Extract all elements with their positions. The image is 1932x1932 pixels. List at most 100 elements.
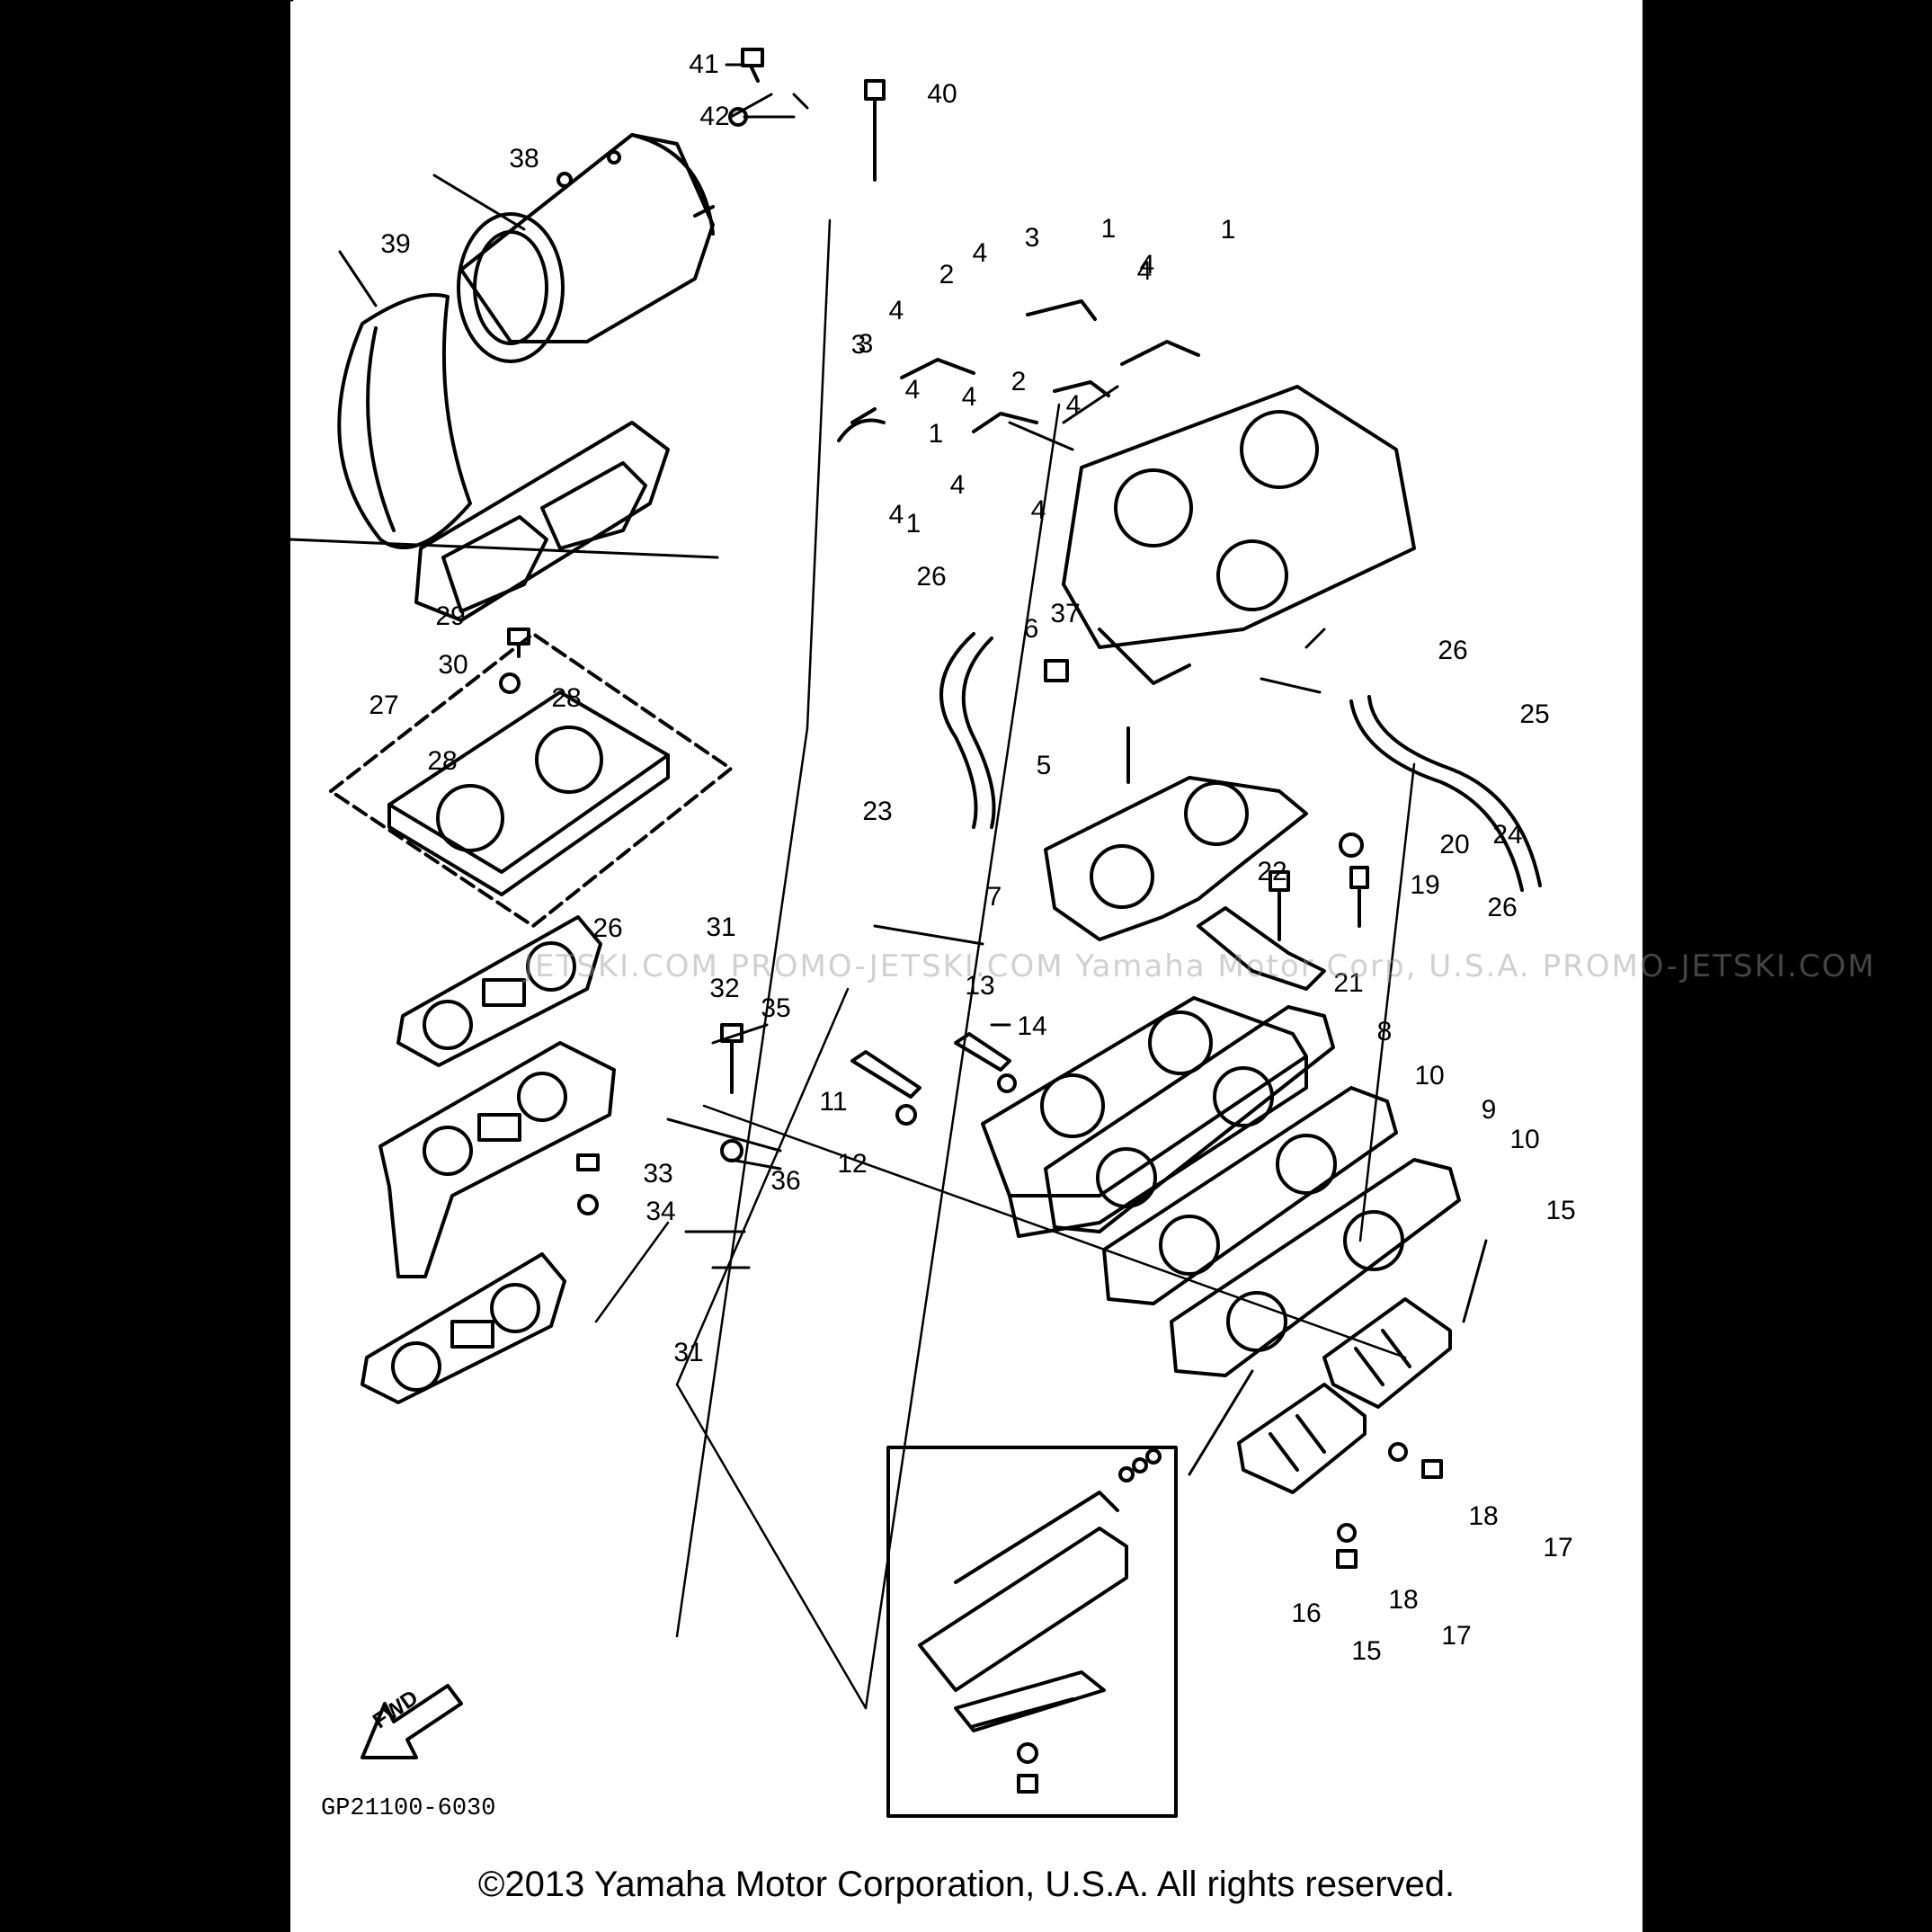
callout-label: 9 [1481, 1095, 1497, 1125]
callout-label: 41 [689, 49, 719, 79]
callout-label: 4 [949, 470, 966, 500]
watermark: JETSKI.COM PROMO-JETSKI.COM Yamaha Motor… [524, 948, 1876, 984]
callout-label: 19 [1410, 870, 1440, 900]
bolt-part-35 [720, 1023, 743, 1094]
callout-label: 7 [986, 882, 1002, 912]
callout-label: 33 [643, 1159, 673, 1189]
callout-label: 20 [1439, 830, 1470, 859]
carburetor-assembly [1062, 385, 1416, 685]
intake-manifold-part-8 [981, 996, 1308, 1238]
callout-label: 10 [1414, 1061, 1445, 1091]
bolt-part-29 [507, 628, 530, 658]
gasket-part-31-upper [396, 915, 602, 1067]
callout-label: 26 [1487, 893, 1518, 922]
reed-valve-part-15-left [1237, 1383, 1367, 1494]
bolt-part-22 [1269, 870, 1290, 941]
callout-label: 21 [1333, 968, 1364, 998]
callout-label: 1 [928, 419, 944, 449]
callout-label: 2 [1011, 367, 1027, 396]
callout-label: 4 [1139, 250, 1155, 280]
callout-label: 16 [1291, 1598, 1322, 1628]
callout-label: 11 [819, 1087, 848, 1117]
callout-label: 34 [645, 1197, 676, 1226]
callout-label: 28 [427, 746, 458, 776]
callout-label: 4 [1030, 495, 1046, 525]
bracket-part-21 [1197, 906, 1326, 991]
callout-label: 4 [888, 296, 904, 325]
hose-part-25 [1349, 695, 1542, 892]
reed-valve-detail-inset-part-16 [886, 1446, 1178, 1818]
exploded-parts-drawing [290, 0, 1542, 1818]
callout-label: 1 [905, 509, 921, 539]
intake-elbow-part-39 [337, 293, 472, 549]
callout-label: 18 [1388, 1585, 1419, 1615]
reed-valve-part-15-right [1322, 1297, 1452, 1409]
callout-label: 38 [509, 144, 539, 174]
callout-label: 4 [1136, 256, 1153, 286]
callout-label: 26 [592, 913, 623, 943]
callout-label: 8 [1376, 1017, 1393, 1046]
callout-label: 18 [1468, 1501, 1499, 1531]
callout-label: 3 [858, 329, 874, 359]
callout-label: 15 [1545, 1196, 1576, 1225]
gasket-part-10-upper [1044, 1005, 1335, 1233]
callout-label: 5 [1036, 751, 1052, 780]
callout-label: 27 [369, 690, 399, 720]
hose-part-23 [939, 632, 996, 829]
callout-label: 15 [1351, 1636, 1382, 1666]
spacer-part-9 [1102, 1086, 1398, 1305]
callout-label: 3 [850, 330, 867, 360]
washer-part-42 [728, 107, 748, 127]
callout-label: 4 [1065, 390, 1082, 420]
gasket-part-31-lower [361, 1252, 566, 1404]
part-19 [1349, 866, 1369, 928]
washer-part-34 [577, 1194, 599, 1215]
gasket-part-32 [378, 1041, 616, 1278]
gasket-part-7 [1044, 776, 1308, 941]
bolt-part-40 [864, 79, 886, 182]
callout-label: 4 [888, 500, 904, 530]
bolts-parts-17-18 [1336, 1442, 1443, 1569]
callout-label: 1 [1100, 214, 1117, 244]
bolt-part-11 [850, 1050, 921, 1099]
callout-label: 22 [1257, 857, 1287, 886]
callout-label: 40 [927, 79, 957, 109]
bolt-part-13 [954, 1032, 1011, 1072]
washer-part-36 [720, 1139, 743, 1162]
callout-label: 35 [761, 993, 791, 1023]
callout-label: 14 [1017, 1011, 1047, 1041]
callout-label: 29 [435, 601, 466, 631]
callout-label: 10 [1509, 1125, 1540, 1154]
washer-part-12 [895, 1104, 917, 1126]
nut-part-6 [1044, 659, 1069, 682]
callout-label: 6 [1023, 614, 1039, 644]
muffler-part-38 [457, 133, 715, 363]
copyright-notice: ©2013 Yamaha Motor Corporation, U.S.A. A… [477, 1865, 1456, 1904]
callout-label: 31 [706, 913, 736, 942]
callout-label: 17 [1543, 1533, 1573, 1563]
callout-label: 25 [1519, 699, 1550, 729]
callout-label: 4 [904, 375, 921, 405]
callout-label: 39 [380, 229, 411, 259]
callout-label: 17 [1441, 1621, 1472, 1651]
callout-label: 13 [965, 971, 995, 1001]
callout-label: 26 [916, 562, 947, 592]
callout-label: 28 [551, 683, 582, 713]
callout-label: 42 [699, 102, 730, 131]
cap-part-41 [741, 48, 764, 83]
bolt-part-33 [576, 1153, 600, 1171]
callout-label: 12 [837, 1149, 868, 1179]
hoses-parts-1-2-3 [837, 299, 1200, 442]
callout-label: 3 [1024, 223, 1040, 253]
callout-label: 2 [939, 260, 955, 289]
diagram-code: GP21100-6030 [321, 1795, 496, 1822]
callout-label: 4 [972, 238, 988, 268]
callout-label: 24 [1492, 820, 1523, 850]
callout-label: 37 [1050, 599, 1081, 628]
part-20 [1339, 832, 1364, 858]
gasket-part-10-lower [1170, 1158, 1461, 1377]
gasket-part-37 [414, 421, 670, 622]
callout-label: 32 [709, 974, 740, 1003]
callout-label: 4 [961, 382, 977, 412]
